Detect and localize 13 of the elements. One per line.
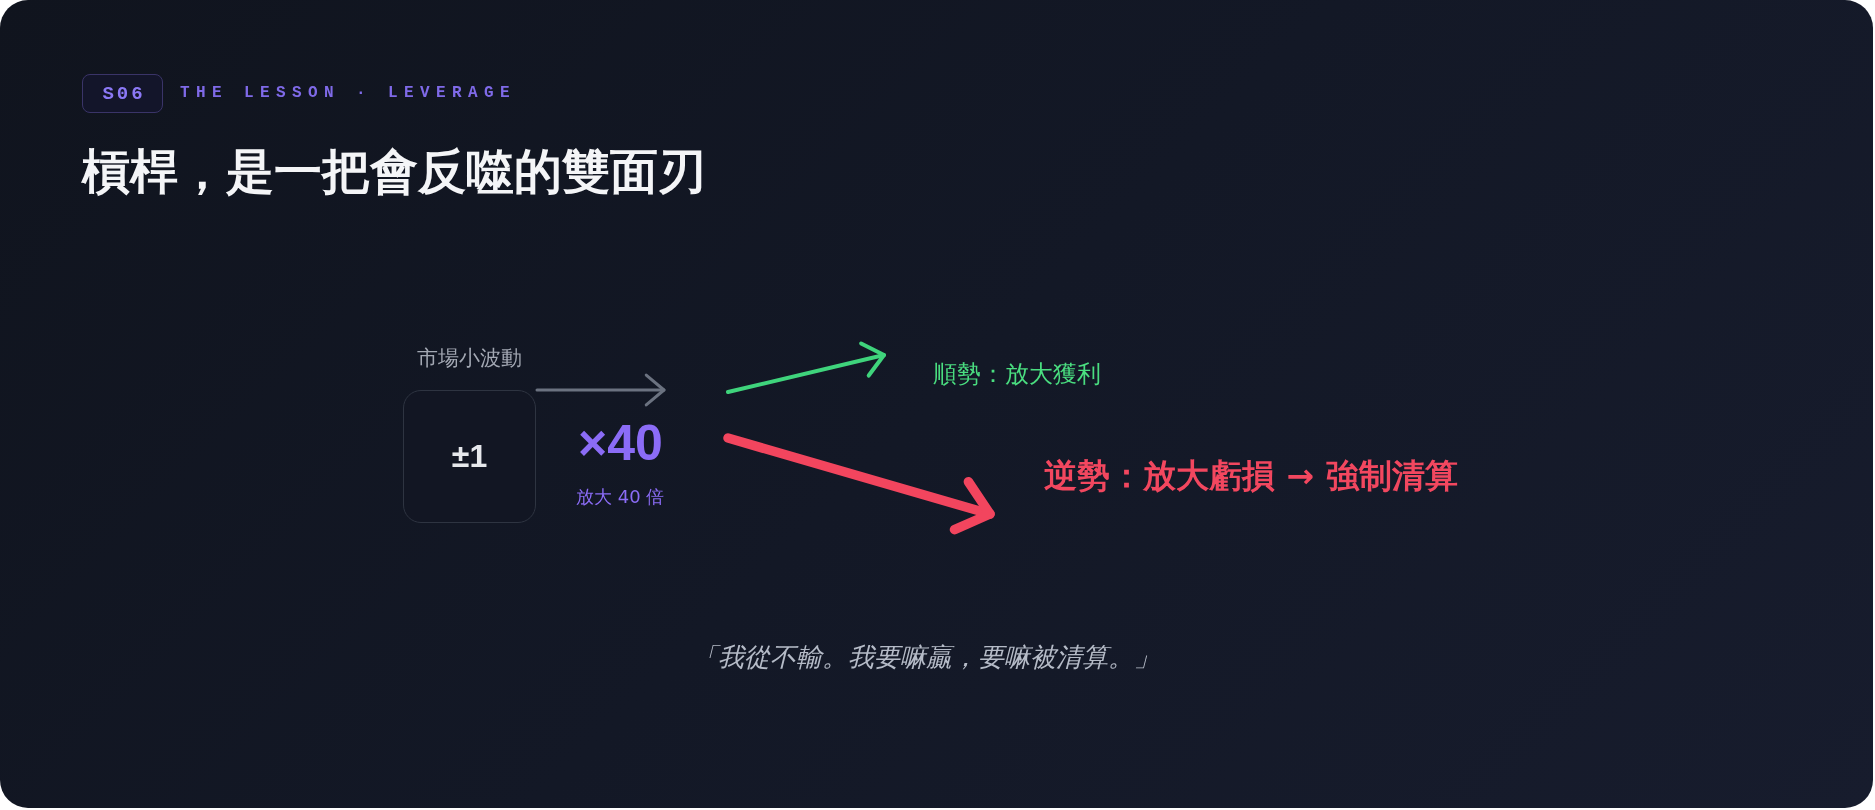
multiplier-caption: 放大 40 倍 [576,486,665,508]
arrow [726,341,886,394]
arrow [535,373,666,407]
outcome-label: 順勢：放大獲利 [933,360,1101,389]
outcome-label: 逆勢：放大虧損 → 強制清算 [1044,456,1458,496]
node-heading: 市場小波動 [416,346,523,372]
arrow [723,433,995,535]
multiplier-value: ×40 [578,418,663,468]
value-card: ±1 [403,390,536,523]
section-badge: S06 [82,74,163,113]
quote-text: 「我從不輸。我要嘛贏，要嘛被清算。」 [692,642,1160,674]
slide-title: 槓桿，是一把會反噬的雙面刃 [82,143,706,201]
section-kicker: THE LESSON · LEVERAGE [180,84,517,104]
